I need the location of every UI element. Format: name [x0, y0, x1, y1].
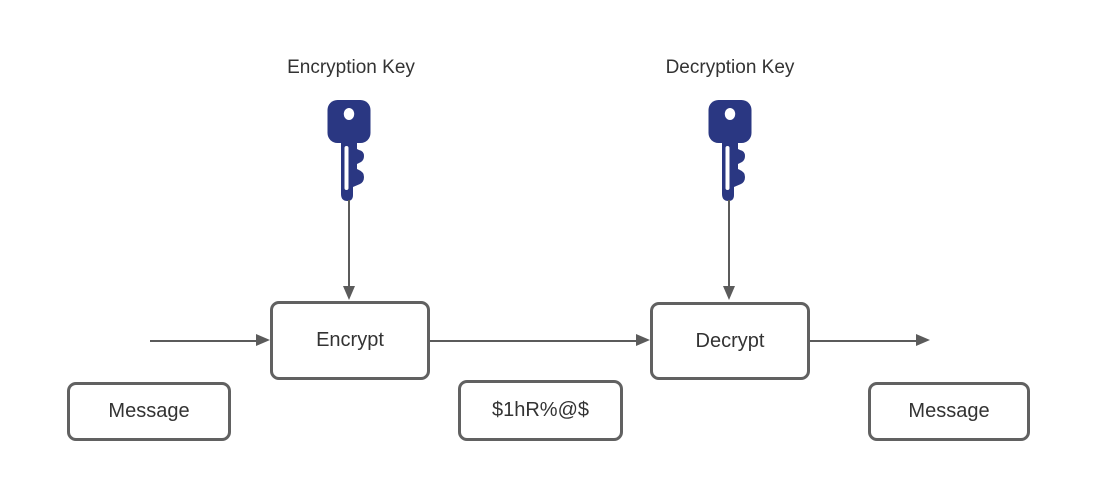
- key-icon: [708, 100, 752, 201]
- arrow-head: [916, 334, 930, 346]
- arrow-line: [728, 200, 730, 288]
- key-icon: [327, 100, 371, 201]
- arrow-line: [430, 339, 638, 342]
- ciphertext-node: $1hR%@$: [458, 380, 623, 441]
- arrow-line: [810, 339, 918, 342]
- encrypt-node: Encrypt: [270, 301, 430, 380]
- arrow-line: [150, 339, 258, 342]
- arrow-encrypt-to-decrypt: [430, 334, 650, 347]
- arrow-decryption-key-to-decrypt: [722, 200, 736, 300]
- decrypt-node: Decrypt: [650, 302, 810, 380]
- encryption-key-label: Encryption Key: [287, 57, 415, 78]
- decryption-key-label: Decryption Key: [665, 57, 795, 78]
- arrow-line: [348, 200, 350, 288]
- arrow-message-to-encrypt: [150, 334, 270, 347]
- arrow-encryption-key-to-encrypt: [342, 200, 356, 300]
- message-output-node: Message: [868, 382, 1030, 441]
- arrow-head: [256, 334, 270, 346]
- arrow-head: [722, 286, 735, 300]
- arrow-head: [342, 286, 355, 300]
- arrow-head: [636, 334, 650, 346]
- arrow-decrypt-to-message: [810, 334, 930, 347]
- message-input-node: Message: [67, 382, 231, 441]
